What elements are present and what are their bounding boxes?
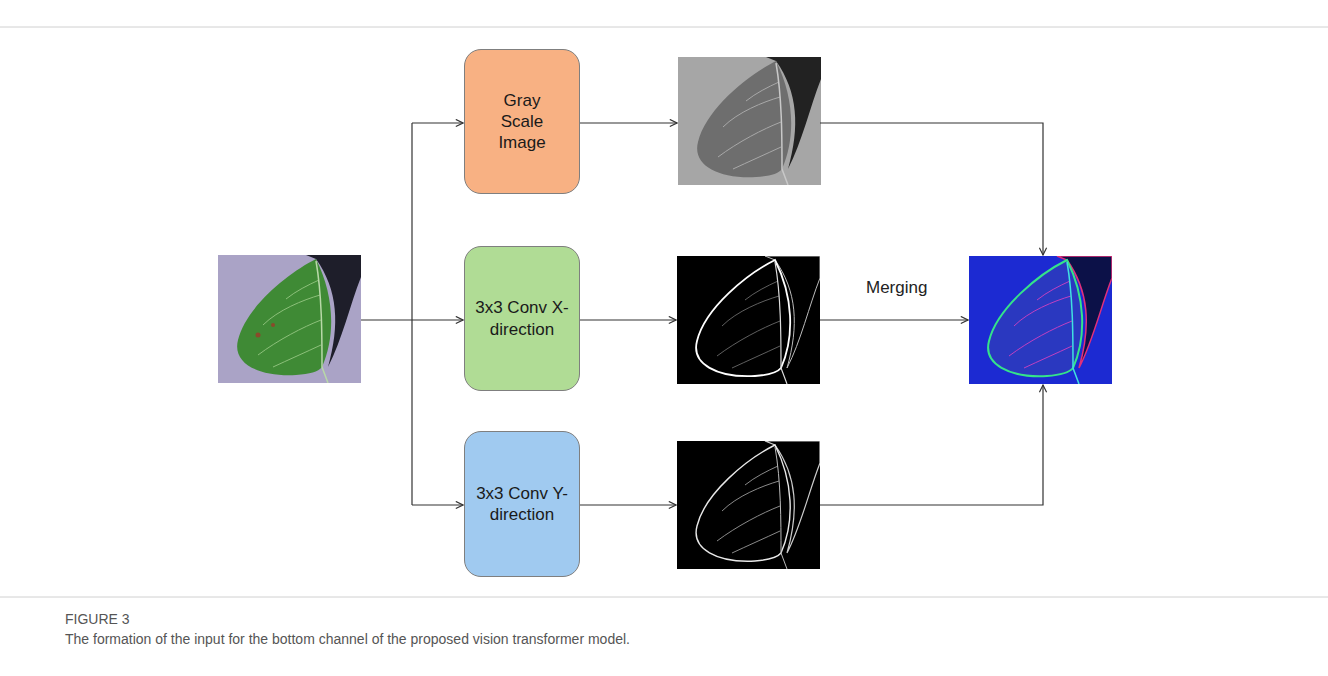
figure-number: FIGURE 3: [65, 611, 130, 627]
merged-image: [969, 256, 1112, 384]
process-box: 3x3 Conv X-direction: [464, 246, 580, 391]
process-box: 3x3 Conv Y-direction: [464, 431, 580, 577]
box-label: Gray Scale Image: [492, 90, 552, 154]
box-label: 3x3 Conv Y-direction: [472, 483, 572, 526]
box-label: 3x3 Conv X-direction: [472, 297, 572, 340]
merge-label: Merging: [866, 278, 927, 298]
edge-x-image: [677, 256, 820, 384]
frame-line: [0, 597, 1328, 598]
input-leaf-image: [218, 255, 361, 383]
grayscale-leaf-image: [678, 57, 821, 185]
frame-line: [0, 27, 1328, 28]
edge-y-image: [677, 441, 820, 569]
figure-caption: The formation of the input for the botto…: [65, 631, 630, 647]
process-box: Gray Scale Image: [464, 49, 580, 194]
